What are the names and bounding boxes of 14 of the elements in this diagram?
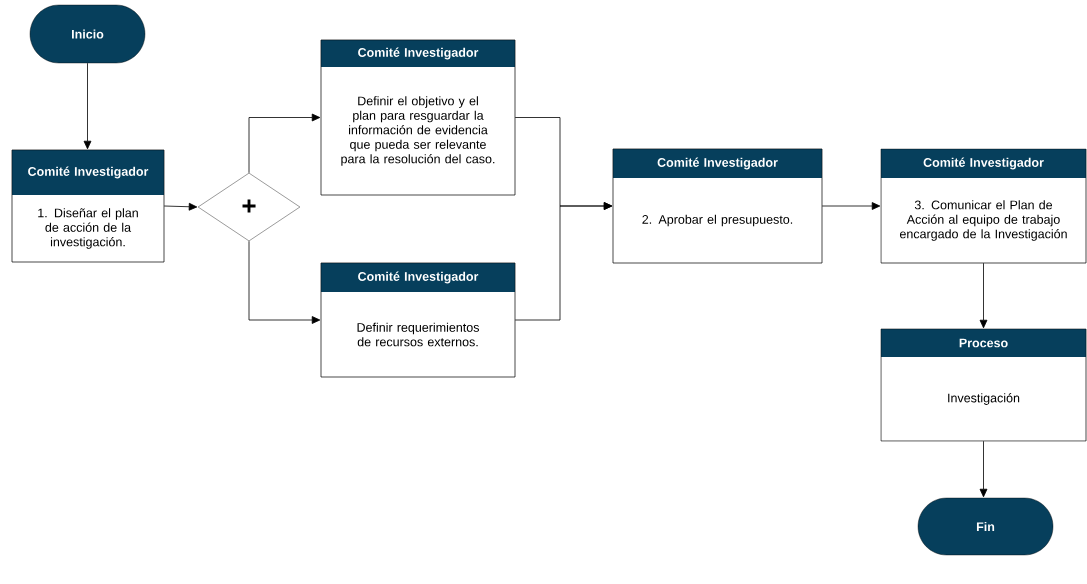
arrow xyxy=(821,202,881,210)
process-box: Comité Investigador Definir el objetivo y el plan para resguardar la información de evidencia que pueda ser relevante para la resolución del caso. xyxy=(320,39,516,196)
arrow xyxy=(163,202,198,211)
process-box: Comité Investigador Definir requerimientos de recursos externos. xyxy=(320,262,516,378)
arrow xyxy=(979,262,988,329)
arrow xyxy=(979,440,988,498)
process-box: Proceso Investigación xyxy=(880,328,1087,442)
arrow xyxy=(248,240,321,324)
arrow xyxy=(514,202,613,321)
process-box: Comité Investigador 2. Aprobar el presupuesto. xyxy=(612,148,823,264)
process-box: Comité Investigador 3. Comunicar el Plan de Acción al equipo de trabajo encargado de la Investigación xyxy=(880,148,1087,264)
arrow xyxy=(83,62,92,150)
arrow xyxy=(248,113,321,174)
process-box: Comité Investigador 1. Diseñar el plan de acción de la investigación. xyxy=(11,149,165,263)
